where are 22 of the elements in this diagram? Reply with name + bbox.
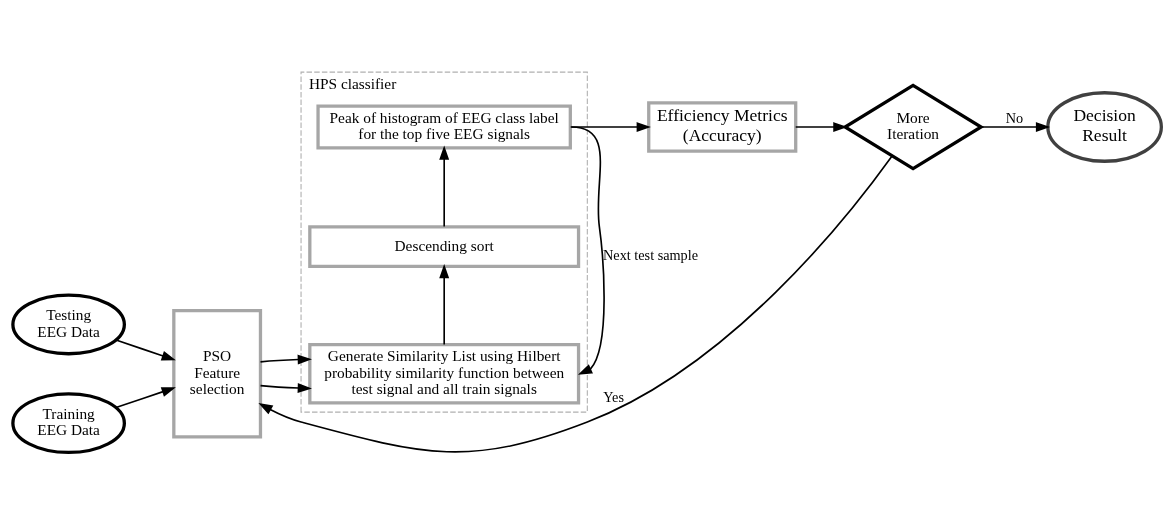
- arrow: [794, 121, 848, 132]
- arrow: [115, 386, 176, 408]
- edge-label: No: [1005, 109, 1024, 126]
- node-ellipse: Training EEG Data: [11, 391, 126, 454]
- node-box: Descending sort: [308, 224, 581, 268]
- node-ellipse: Testing EEG Data: [11, 292, 126, 355]
- node-box: Generate Similarity List using Hilbert probability similarity function between test signal and all train signals: [308, 342, 581, 404]
- edge-label: Yes: [603, 388, 625, 405]
- arrow: [439, 263, 450, 345]
- arrow: [259, 382, 312, 393]
- node-diamond: More Iteration: [841, 82, 985, 171]
- arrow: [115, 338, 176, 360]
- arrow: [259, 354, 312, 365]
- arrow: [439, 145, 450, 227]
- arrow: [980, 121, 1051, 132]
- node-ellipse: Decision Result: [1046, 90, 1163, 163]
- edge-label: Next test sample: [603, 246, 699, 263]
- node-box: Peak of histogram of EEG class label for the top five EEG signals: [316, 104, 572, 149]
- node-box: Efficiency Metrics (Accuracy): [647, 100, 798, 153]
- node-box: PSO Feature selection: [172, 308, 263, 438]
- arrow: [258, 154, 893, 452]
- arrow: [569, 121, 651, 132]
